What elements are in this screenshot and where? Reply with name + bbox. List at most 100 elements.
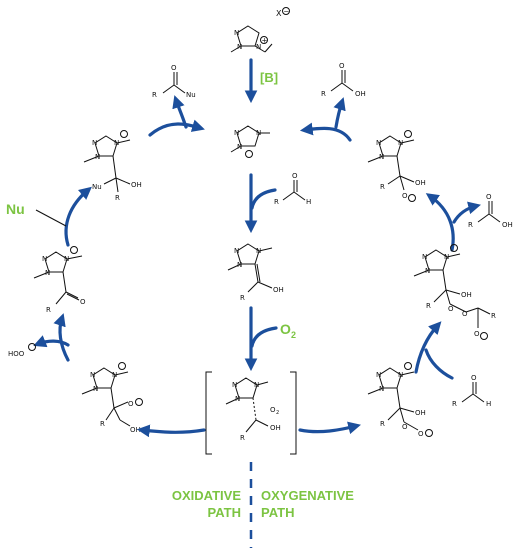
plus-charge-icon [260, 36, 268, 44]
atom-r: R [452, 400, 457, 408]
atom-o: O [486, 193, 492, 201]
atom-r: R [46, 306, 51, 314]
superoxide-label: O [270, 406, 276, 414]
atom-o: O [462, 310, 468, 318]
atom-n: N [237, 261, 242, 269]
atom-r: R [468, 221, 473, 229]
minus-charge-icon [135, 398, 143, 406]
radical-pair-bracket [205, 371, 297, 455]
atom-r: R [321, 90, 326, 98]
hydroperoxide-loss-arrow [53, 313, 70, 362]
atom-o: O [339, 62, 345, 70]
plus-charge-icon [404, 130, 412, 138]
atom-nu: Nu [92, 183, 102, 191]
atom-o: O [471, 374, 477, 382]
minus-charge-icon [245, 150, 253, 158]
atom-h: H [306, 198, 311, 206]
atom-n: N [112, 371, 117, 379]
atom-n: N [398, 371, 403, 379]
hoo-label: HOO [8, 350, 25, 358]
atom-oh: OH [270, 424, 281, 432]
plus-charge-icon [404, 362, 412, 370]
atom-r: R [426, 302, 431, 310]
atom-r: R [491, 312, 496, 320]
peroxide-anion-intermediate: N N N R OH O O [367, 362, 433, 438]
minus-charge-icon [28, 343, 36, 351]
atom-n: N [234, 129, 239, 137]
nhc-carbene: N N N [230, 125, 270, 158]
plus-charge-icon [120, 130, 128, 138]
acyl-azolium: N N N R O [33, 246, 86, 314]
atom-r: R [380, 183, 385, 191]
atom-oh: OH [415, 179, 426, 187]
oxidative-path-label-2: PATH [208, 505, 241, 520]
charge-plus: + [262, 37, 268, 45]
aldehyde-addition-arrow-right [414, 321, 442, 374]
atom-o: O [80, 298, 86, 306]
oxygenative-path-label: OXYGENATIVE [261, 488, 354, 503]
atom-n: N [95, 153, 100, 161]
charge-minus: − [284, 8, 290, 16]
carboxylic-acid-product-right: R O OH [468, 193, 513, 229]
atom-r: R [152, 91, 157, 99]
acid-release-arrow-top [333, 97, 346, 129]
atom-o: O [402, 423, 408, 431]
atom-o: O [402, 192, 408, 200]
atom-oh: OH [502, 221, 513, 229]
plus-charge-icon [450, 244, 458, 252]
atom-n: N [256, 129, 261, 137]
atom-r: R [240, 294, 245, 302]
catalyst-release-arrow-left [148, 119, 205, 137]
oxidative-branch-arrow [136, 424, 206, 438]
atom-n: N [234, 29, 239, 37]
minus-charge-icon [408, 194, 416, 202]
oxygenative-path-label-2: PATH [261, 505, 294, 520]
atom-n: N [237, 143, 242, 151]
triazolium-salt: N N N + [230, 25, 273, 53]
atom-oh: OH [131, 181, 142, 189]
atom-n: N [376, 139, 381, 147]
atom-oh: OH [415, 409, 426, 417]
tetrahedral-oxide-intermediate-right: N N N R OH O [367, 130, 426, 202]
atom-n: N [398, 139, 403, 147]
radical-pair-intermediate: N N N O 2 R OH [225, 377, 281, 442]
minus-charge-icon [425, 429, 433, 437]
acyl-transfer-arrow-right [425, 193, 455, 252]
superoxide-subscript: 2 [276, 410, 279, 416]
atom-o: O [292, 172, 298, 180]
catalyst-release-arrow-right [299, 122, 352, 142]
atom-nu: Nu [186, 91, 196, 99]
atom-r: R [380, 420, 385, 428]
plus-charge-icon [70, 246, 78, 254]
atom-n: N [234, 247, 239, 255]
carboxylic-acid-product-top: R O OH [321, 62, 366, 98]
counterion-label: X [276, 9, 282, 18]
acid-release-arrow-right [452, 201, 481, 224]
oxidative-path-label: OXIDATIVE [172, 488, 241, 503]
atom-n: N [379, 385, 384, 393]
atom-oh: OH [355, 90, 366, 98]
atom-oh: OH [461, 291, 472, 299]
base-label: [B] [260, 70, 278, 85]
atom-n: N [237, 43, 242, 51]
atom-h: H [486, 400, 491, 408]
atom-n: N [256, 43, 261, 51]
oxygen-subscript: 2 [291, 330, 296, 340]
peroxy-adduct-right: N N N R OH O O R O [413, 244, 496, 340]
atom-n: N [93, 385, 98, 393]
atom-n: N [64, 255, 69, 263]
aldehyde-entry-arrow-right [424, 348, 454, 380]
peroxy-alkoxide-intermediate: N N N O R OH [81, 362, 143, 434]
atom-n: N [42, 255, 47, 263]
aldehyde-entry-arrow [250, 188, 277, 210]
atom-o: O [128, 400, 134, 408]
atom-r: R [100, 420, 105, 428]
oxygenative-branch-arrow [298, 421, 361, 435]
atom-n: N [379, 153, 384, 161]
atom-o: O [171, 64, 177, 72]
oxygen-label: O [280, 321, 291, 337]
atom-n: N [422, 253, 427, 261]
atom-o: O [448, 305, 454, 313]
